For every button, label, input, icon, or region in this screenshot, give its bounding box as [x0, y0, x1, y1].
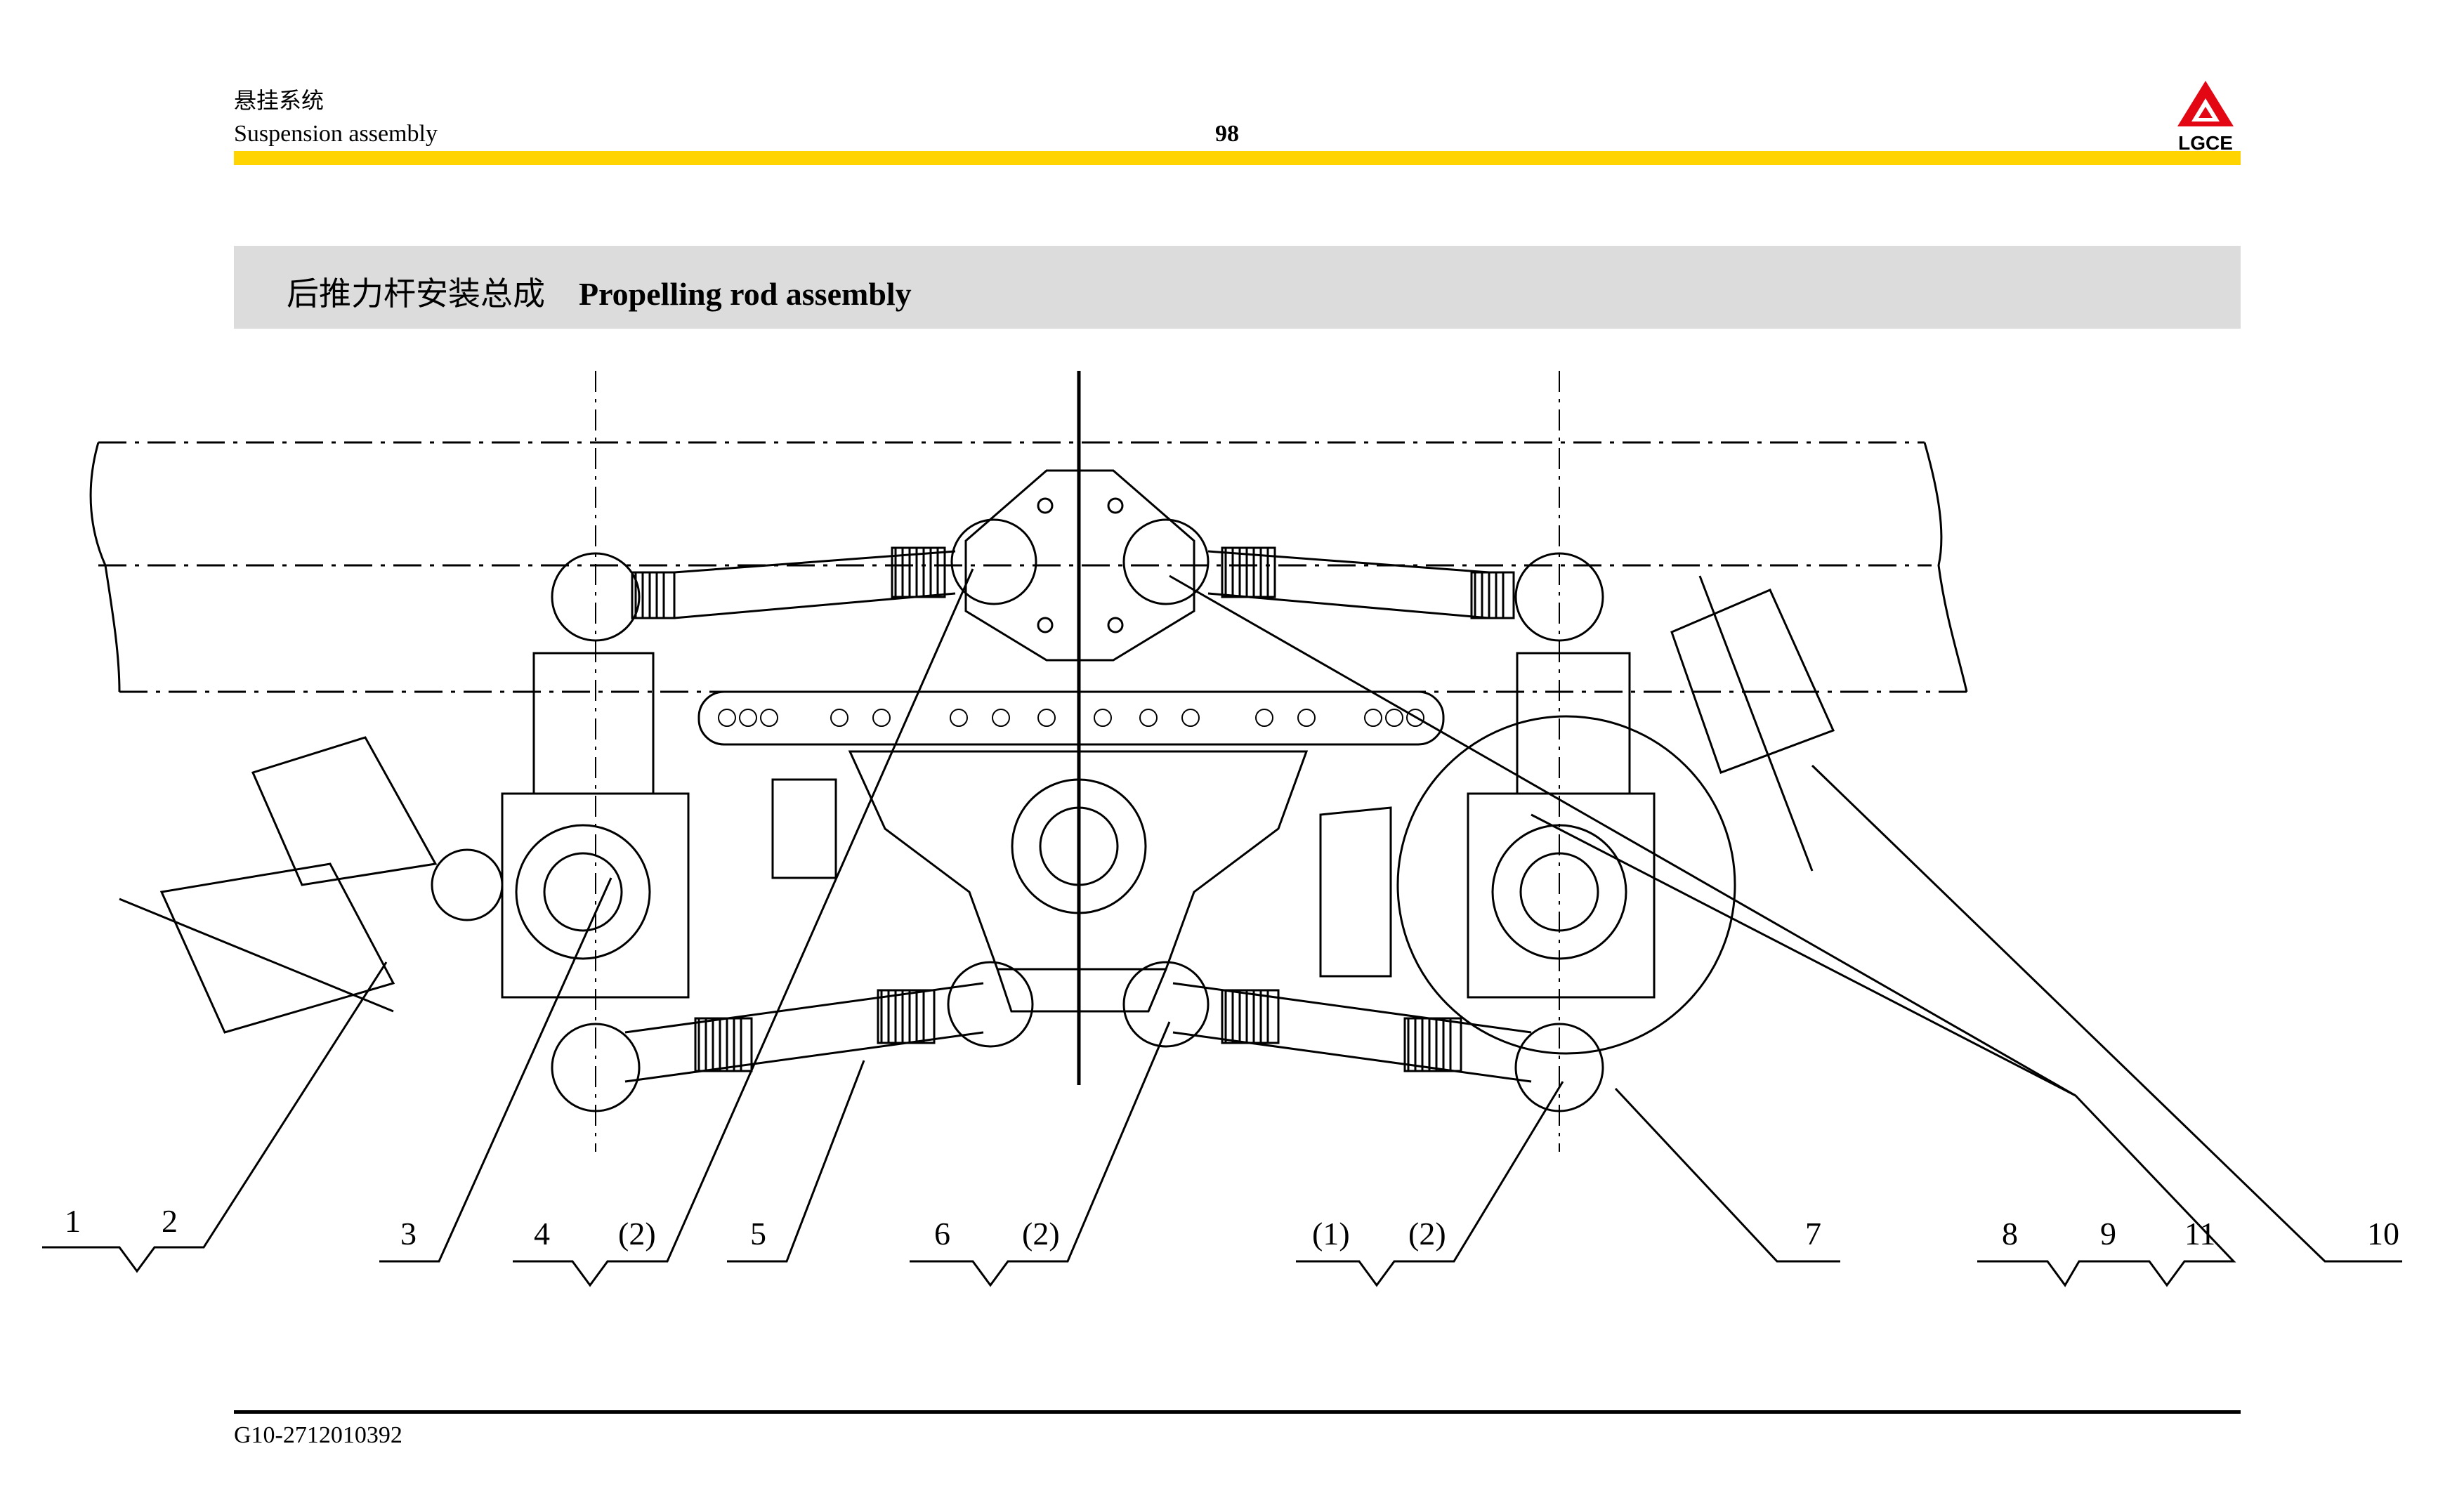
- propelling-rod-drawing: [42, 371, 2402, 1287]
- ball-joint-lower-center-right: [1122, 961, 1210, 1048]
- callout-2: 2: [162, 1203, 178, 1239]
- bracket-right: [1319, 806, 1392, 978]
- callout-10: 10: [2367, 1216, 2399, 1252]
- bracket-left: [771, 778, 837, 879]
- section-title-cn: 悬挂系统: [234, 87, 325, 114]
- ball-joint-upper-center-left: [950, 518, 1037, 605]
- callout-11: 11: [2184, 1216, 2216, 1252]
- leader-lines: [42, 568, 2402, 1287]
- title-band: [234, 246, 2241, 329]
- callout-8: 8: [2002, 1216, 2018, 1252]
- frame-rail: [89, 441, 1968, 693]
- lgce-logo: LGCE: [2177, 81, 2234, 154]
- page-title: 后推力杆安装总成 Propelling rod assembly: [287, 268, 912, 315]
- header-accent-bar: [234, 151, 2241, 165]
- page-title-en: Propelling rod assembly: [579, 276, 912, 312]
- cross-member-bolts: [718, 709, 1424, 727]
- ball-joint-lower-right: [1514, 1023, 1604, 1112]
- callout-1: 1: [65, 1203, 81, 1239]
- callout-2-ref-b: (2): [1022, 1216, 1060, 1252]
- callout-7: 7: [1805, 1216, 1821, 1252]
- upper-rod-right: [1207, 546, 1515, 619]
- document-code: G10-2712010392: [234, 1422, 402, 1448]
- callout-5: 5: [750, 1216, 766, 1252]
- top-bracket: [964, 469, 1195, 662]
- section-title-en: Suspension assembly: [234, 121, 438, 147]
- callout-4: 4: [534, 1216, 550, 1252]
- hub-left: [431, 652, 690, 999]
- ball-joint-upper-right: [1514, 552, 1604, 642]
- callout-3: 3: [400, 1216, 417, 1252]
- upper-rod-left: [631, 546, 956, 619]
- ball-joint-lower-center-left: [947, 961, 1034, 1048]
- lower-rod-left: [624, 982, 984, 1083]
- brake-chamber-left: [119, 736, 438, 1034]
- footer-rule: [234, 1410, 2241, 1414]
- callout-9: 9: [2100, 1216, 2116, 1252]
- center-lines: [595, 371, 1560, 1152]
- ball-joint-lower-left: [551, 1023, 641, 1112]
- brake-chamber-right: [1670, 575, 1835, 872]
- callout-6: 6: [934, 1216, 950, 1252]
- ball-joint-upper-center-right: [1122, 518, 1210, 605]
- hub-right: [1396, 652, 1736, 1055]
- logo-text: LGCE: [2178, 132, 2233, 154]
- callout-2-ref-a: (2): [618, 1216, 656, 1252]
- ball-joint-upper-left: [551, 552, 641, 642]
- callout-2-ref-c: (2): [1408, 1216, 1446, 1252]
- cross-member: [697, 690, 1445, 746]
- page-number: 98: [1215, 121, 1239, 147]
- differential-circle: [1011, 778, 1147, 914]
- callout-1-ref: (1): [1312, 1216, 1350, 1252]
- page-title-cn: 后推力杆安装总成: [287, 276, 545, 312]
